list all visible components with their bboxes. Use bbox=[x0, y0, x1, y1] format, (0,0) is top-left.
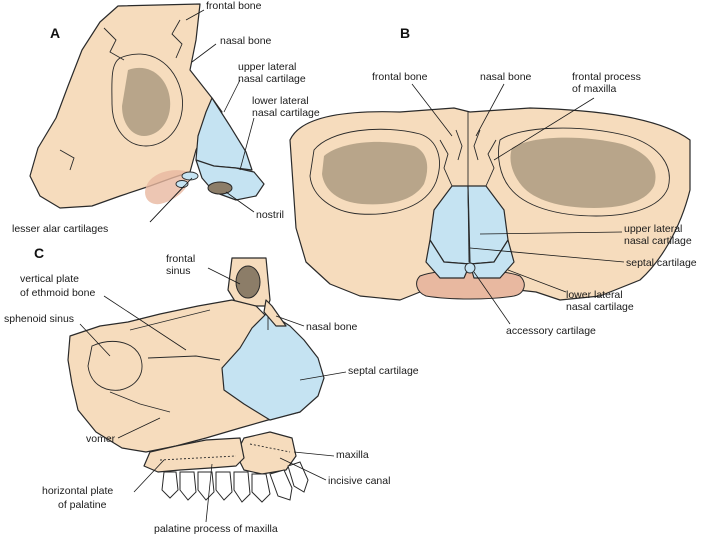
label-b-septal: septal cartilage bbox=[626, 257, 697, 269]
label-b-lower-lateral-line1: lower lateral bbox=[566, 289, 623, 301]
label-c-ethmoid-line1: vertical plate bbox=[20, 273, 79, 285]
panel-a-letter: A bbox=[50, 25, 60, 41]
label-b-frontal-process-line2: of maxilla bbox=[572, 83, 617, 95]
panel-a-orbit bbox=[111, 53, 183, 147]
panel-c-tooth bbox=[251, 473, 271, 503]
panel-c-tooth bbox=[161, 471, 179, 499]
panel-b-lip-tissue bbox=[416, 269, 525, 300]
panel-c-tooth bbox=[233, 471, 251, 503]
panel-b-letter: B bbox=[400, 25, 410, 41]
label-c-palatine-line2: of palatine bbox=[58, 499, 107, 511]
label-b-nasal-bone: nasal bone bbox=[480, 71, 532, 83]
label-c-incisive: incisive canal bbox=[328, 475, 390, 487]
panel-c-tooth bbox=[215, 471, 233, 501]
label-a-lesser-alar: lesser alar cartilages bbox=[12, 223, 108, 235]
panel-c-palate bbox=[143, 437, 245, 473]
label-a-frontal-bone: frontal bone bbox=[206, 0, 262, 12]
label-b-frontal-process-line1: frontal process bbox=[572, 71, 641, 83]
panel-a-cheek-tissue bbox=[145, 170, 191, 205]
panel-c-letter: C bbox=[34, 245, 44, 261]
label-b-frontal-bone: frontal bone bbox=[372, 71, 428, 83]
label-a-lower-lateral-line2: nasal cartilage bbox=[252, 107, 320, 119]
panel-c-tooth bbox=[269, 469, 293, 501]
panel-b-right-orbit bbox=[498, 127, 670, 217]
label-a-nostril: nostril bbox=[256, 209, 284, 221]
label-b-upper-lateral-line1: upper lateral bbox=[624, 223, 682, 235]
panel-c-maxilla bbox=[235, 431, 297, 475]
label-c-vomer: vomer bbox=[86, 433, 116, 445]
panel-b-lower-lateral-cartilage bbox=[469, 239, 515, 279]
panel-b-left-orbit bbox=[309, 128, 440, 215]
panel-c-frontal-sinus bbox=[235, 265, 261, 299]
label-a-upper-lateral-line2: nasal cartilage bbox=[238, 73, 306, 85]
label-c-nasal-bone: nasal bone bbox=[306, 321, 358, 333]
panel-c-nasal-bone bbox=[263, 299, 287, 327]
panel-b-septal-cartilage bbox=[467, 189, 470, 263]
panel-a-nostril bbox=[207, 181, 233, 195]
label-b-accessory: accessory cartilage bbox=[506, 325, 596, 337]
panel-c-tooth bbox=[179, 471, 197, 501]
label-a-lower-lateral-line1: lower lateral bbox=[252, 95, 309, 107]
label-b-lower-lateral-line2: nasal cartilage bbox=[566, 301, 634, 313]
panel-c-septal-cartilage bbox=[221, 311, 325, 421]
panel-b-accessory-cartilage bbox=[464, 262, 476, 274]
label-c-frontal-sinus-line1: frontal bbox=[166, 253, 195, 265]
label-c-maxilla: maxilla bbox=[336, 449, 369, 461]
panel-a-lesser-alar-cartilage bbox=[181, 171, 199, 181]
panel-b-lower-lateral-cartilage bbox=[425, 239, 471, 279]
panel-b: B frontal bone nasal bone frontal proces… bbox=[289, 25, 697, 337]
panel-c-tooth bbox=[197, 471, 215, 501]
label-c-ethmoid-line2: of ethmoid bone bbox=[20, 287, 95, 299]
label-b-upper-lateral-line2: nasal cartilage bbox=[624, 235, 692, 247]
panel-c-teeth bbox=[161, 461, 309, 503]
label-c-palatine-process: palatine process of maxilla bbox=[154, 523, 278, 535]
label-c-septal: septal cartilage bbox=[348, 365, 419, 377]
panel-c-sphenoid-sinus bbox=[87, 340, 143, 391]
panel-a: A frontal bone nasal bone upper lateral … bbox=[12, 0, 320, 235]
label-a-nasal-bone: nasal bone bbox=[220, 35, 272, 47]
label-a-upper-lateral-line1: upper lateral bbox=[238, 61, 296, 73]
label-c-frontal-sinus-line2: sinus bbox=[166, 265, 191, 277]
panel-c: C frontal sinus vertical plate of ethmoi… bbox=[4, 245, 419, 535]
panel-c-tooth bbox=[287, 461, 309, 493]
label-c-sphenoid: sphenoid sinus bbox=[4, 313, 74, 325]
label-c-palatine-line1: horizontal plate bbox=[42, 485, 113, 497]
